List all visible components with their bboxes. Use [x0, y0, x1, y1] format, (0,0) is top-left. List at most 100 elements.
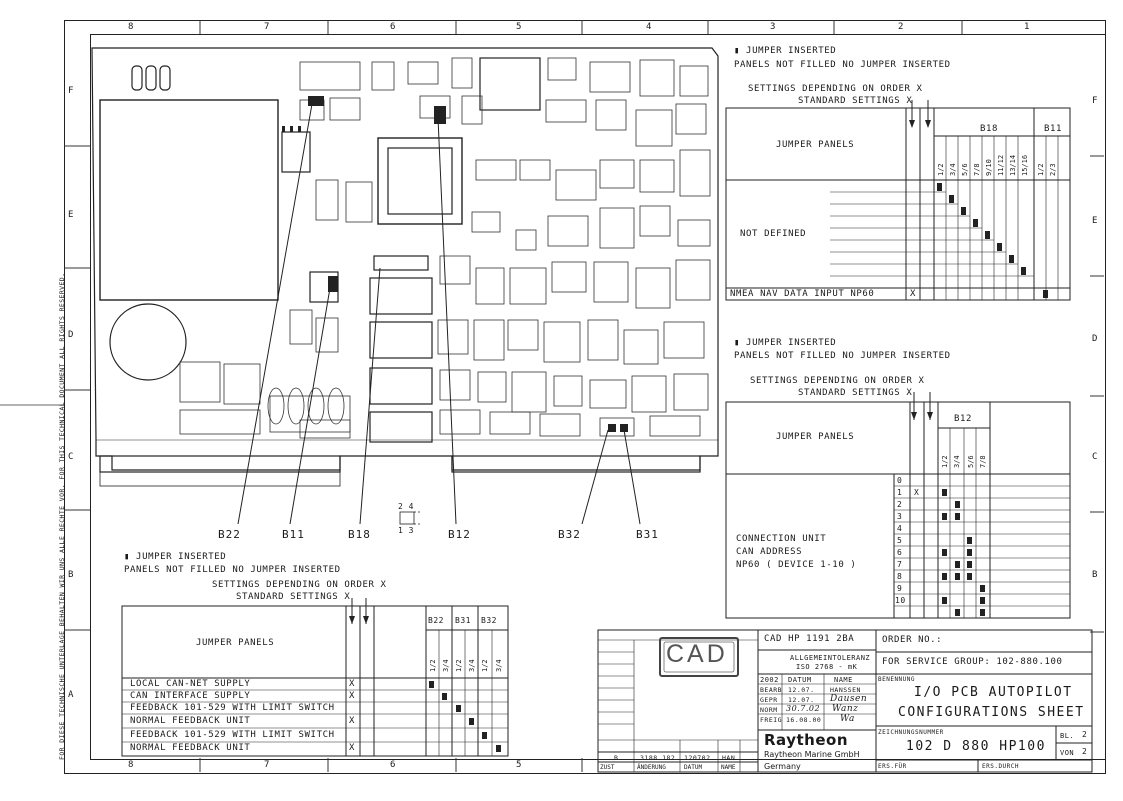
col-label: 4 [646, 22, 652, 32]
legend-settings-depending: SETTINGS DEPENDING ON ORDER X [212, 580, 387, 590]
row-label: CAN INTERFACE SUPPLY [130, 691, 251, 701]
connection-unit-label: CONNECTION UNIT [736, 534, 827, 544]
legend-jumper-inserted: ▮ JUMPER INSERTED [734, 46, 837, 56]
rev-header-name: NAME [721, 764, 736, 771]
row-1-mark: X [914, 488, 920, 497]
bearb-date: 12.07. [788, 686, 815, 694]
row-label: E [68, 210, 74, 220]
row-label: F [1092, 96, 1098, 106]
legend-jumper-inserted: ▮ JUMPER INSERTED [734, 338, 837, 348]
of-value: 2 [1082, 747, 1088, 756]
row-label: D [1092, 334, 1098, 344]
table-mid-jumper-panels: JUMPER PANELS [776, 432, 855, 442]
service-group: FOR SERVICE GROUP: 102-880.100 [882, 657, 1063, 667]
row-label: B [68, 570, 74, 580]
group-b22: B22 [428, 616, 444, 625]
col-label: 7 [264, 760, 270, 770]
col-label: 3 [770, 22, 776, 32]
col-name: NAME [834, 676, 853, 684]
ers-fur-label: ERS.FÜR [878, 763, 907, 770]
ers-durch-label: ERS.DURCH [982, 763, 1020, 770]
row-nmea-mark: X [910, 289, 917, 299]
benennung-label: BENENNUNG [878, 676, 916, 683]
legend-panels-not-filled: PANELS NOT FILLED NO JUMPER INSERTED [734, 351, 951, 361]
callout-b22: B22 [218, 528, 241, 541]
col-datum: DATUM [788, 676, 812, 684]
group-b32: B32 [481, 616, 497, 625]
col-label: 1 [1024, 22, 1030, 32]
bearb-label: BEARB [760, 686, 783, 694]
legend-panels-not-filled: PANELS NOT FILLED NO JUMPER INSERTED [734, 60, 951, 70]
norm-date: 30.7.02 [786, 704, 821, 713]
rev-header-zust: ZUST [600, 764, 615, 771]
col-label: 2 [898, 22, 904, 32]
group-b31: B31 [455, 616, 471, 625]
row-label: LOCAL CAN-NET SUPPLY [130, 679, 251, 689]
gepr-date: 12.07. [788, 696, 815, 704]
callout-b31: B31 [636, 528, 659, 541]
row-label: A [68, 690, 74, 700]
rev-letter: B [614, 754, 619, 762]
group-b11: B11 [1044, 124, 1063, 134]
callout-b11: B11 [282, 528, 305, 541]
row-label: FEEDBACK 101-529 WITH LIMIT SWITCH [130, 703, 335, 713]
row-label: E [1092, 216, 1098, 226]
table-bottom-jumper-panels: JUMPER PANELS [196, 638, 275, 648]
row-mark: X [349, 743, 356, 753]
row-mark: X [349, 691, 356, 701]
row-num: 2 [897, 500, 903, 509]
gepr-signature: Dausen [830, 694, 868, 704]
zeichnungsnummer-label: ZEICHNUNGSNUMMER [878, 729, 944, 736]
cad-stamp: CAD [666, 640, 728, 668]
norm-signature: Wanz [832, 704, 859, 714]
callout-b12: B12 [448, 528, 471, 541]
row-num: 7 [897, 560, 903, 569]
col-label: 5 [516, 760, 522, 770]
freig-signature: Wa [840, 714, 855, 724]
legend-settings-depending: SETTINGS DEPENDING ON ORDER X [748, 84, 923, 94]
legend-standard-settings: STANDARD SETTINGS X [236, 592, 351, 602]
of-label: VON [1060, 749, 1075, 757]
row-num: 10 [895, 596, 906, 605]
row-label: D [68, 330, 74, 340]
legend-standard-settings: STANDARD SETTINGS X [798, 96, 913, 106]
row-num: 3 [897, 512, 903, 521]
row-mark: X [349, 679, 356, 689]
tolerance-label: ALLGEMEINTOLERANZ [790, 654, 871, 662]
rev-name: HAN [722, 754, 736, 762]
raytheon-logo: Raytheon [764, 731, 848, 749]
legend-panels-not-filled: PANELS NOT FILLED NO JUMPER INSERTED [124, 565, 341, 575]
legend-standard-settings: STANDARD SETTINGS X [798, 388, 913, 398]
row-label: NORMAL FEEDBACK UNIT [130, 716, 251, 726]
jumper-pin-bottom: 1 3 [398, 526, 414, 535]
bearb-name: HANSSEN [830, 686, 861, 694]
row-num: 1 [897, 488, 903, 497]
row-label: FEEDBACK 101-529 WITH LIMIT SWITCH [130, 730, 335, 740]
row-label: B [1092, 570, 1098, 580]
rev-date: 120702 [684, 754, 711, 762]
rev-header-aenderung: ÄNDERUNG [637, 764, 666, 771]
col-label: 7 [264, 22, 270, 32]
col-label: 6 [390, 22, 396, 32]
freig-date: 16.08.00 [786, 716, 822, 724]
drawing-title-2: CONFIGURATIONS SHEET [898, 705, 1085, 720]
year-label: 2002 [760, 676, 779, 684]
table-top-jumper-panels: JUMPER PANELS [776, 140, 855, 150]
row-num: 0 [897, 476, 903, 485]
callout-b18: B18 [348, 528, 371, 541]
row-not-defined: NOT DEFINED [740, 229, 807, 239]
drawing-number: 102 D 880 HP100 [906, 739, 1046, 754]
callout-b32: B32 [558, 528, 581, 541]
tolerance-standard: ISO 2768 - mK [796, 663, 858, 671]
row-label: C [1092, 452, 1098, 462]
sheet-label: BL. [1060, 732, 1075, 740]
col-label: 8 [128, 760, 134, 770]
row-num: 9 [897, 584, 903, 593]
row-num: 4 [897, 524, 903, 533]
gepr-label: GEPR [760, 696, 778, 704]
